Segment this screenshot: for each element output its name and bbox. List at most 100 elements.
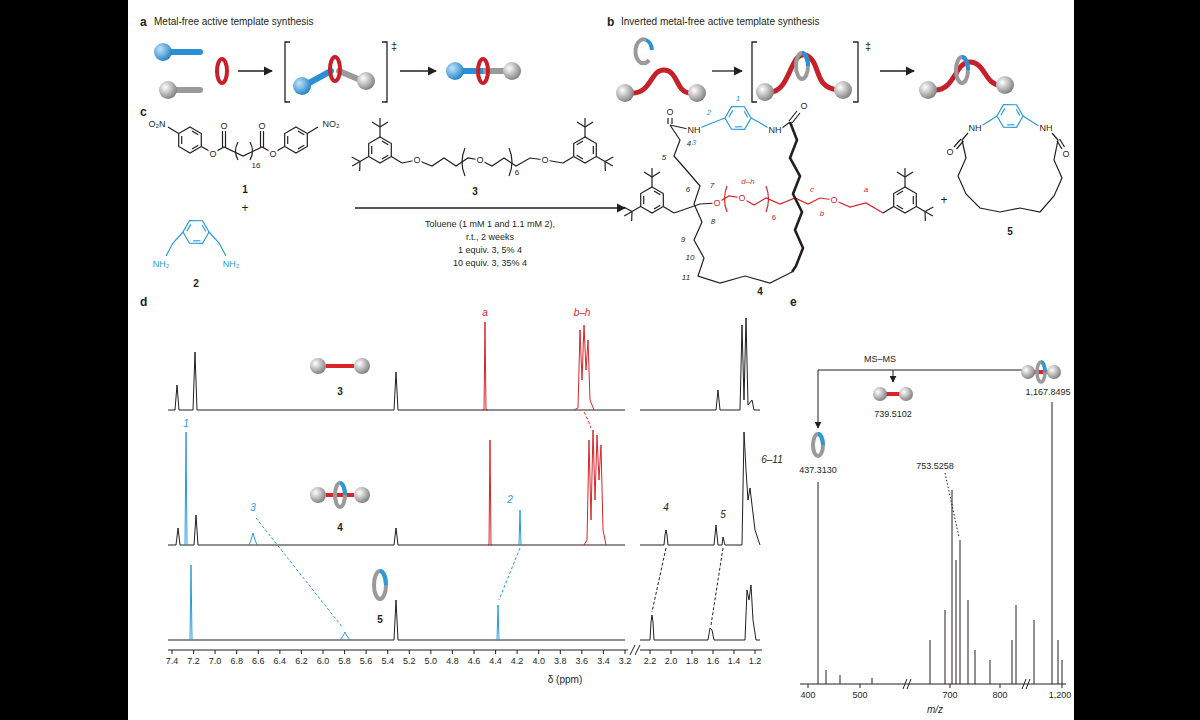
template-cartoon-a: [446, 62, 464, 80]
macrocycle-structure-5: [958, 140, 1062, 212]
template-cartoon-a: [503, 62, 521, 80]
axis-tick-label: 2.0: [665, 657, 678, 666]
species-icons: [374, 571, 386, 599]
template-cartoon-a: [238, 70, 272, 71]
structure-1: [260, 131, 261, 147]
axis-tick-label: 6.0: [317, 657, 330, 666]
nmr-spectra: [488, 440, 492, 545]
macrocycle-structure-5: [981, 99, 1039, 133]
repeat-count: 6: [515, 169, 519, 177]
atom-label: O: [665, 108, 674, 117]
rotaxane-structure-4: [790, 122, 803, 272]
template-cartoon-b: [616, 84, 634, 102]
mass-value: 739.5102: [874, 410, 912, 419]
peak-label: 1: [183, 419, 189, 429]
macrocycle-structure-5: [981, 116, 997, 126]
macrocycle-structure-5: [1023, 116, 1039, 126]
nmr-spectra: [499, 548, 520, 600]
position-number: 3: [692, 139, 696, 147]
structure-2: [166, 232, 183, 256]
species-icons: [335, 483, 345, 507]
position-number: 9: [681, 236, 685, 244]
axis-tick-label: 5.4: [381, 657, 394, 666]
compound-number: 5: [1007, 227, 1013, 237]
atom-label: O: [257, 122, 266, 131]
axis-tick-label: 4.4: [489, 657, 502, 666]
mass-value: 1,167.8495: [1025, 388, 1070, 397]
panel-title: Inverted metal-free active template synt…: [621, 17, 819, 27]
position-number: 2: [707, 109, 711, 117]
panel-letter: c: [140, 106, 147, 118]
axis-title: m/z: [927, 705, 943, 715]
atom-label: O: [1061, 150, 1070, 159]
reaction-condition: r.t., 2 weeks: [466, 233, 514, 242]
reaction-condition: Toluene (1 mM 1 and 1.1 mM 2),: [425, 220, 555, 229]
species-icons: [310, 358, 326, 374]
panel-letter: a: [140, 16, 147, 28]
ms-species-icons: [899, 387, 913, 401]
axis-tick-label: 1.8: [686, 657, 699, 666]
compound-number: 4: [337, 523, 343, 533]
atom-label: O: [945, 148, 954, 157]
mass-spectrum: [800, 370, 1066, 689]
rotaxane-structure-4: [670, 125, 688, 129]
template-cartoon-a: [176, 87, 200, 93]
peak-label: b–h: [574, 308, 591, 318]
axis-tick-label: 4.2: [511, 657, 524, 666]
axis-tick-label: 1.4: [728, 657, 741, 666]
nmr-spectra: [189, 565, 193, 640]
ms-species-icons: [1041, 362, 1045, 372]
position-number: 11: [682, 274, 690, 282]
axis-tick-label: 5.6: [360, 657, 373, 666]
species-icons: [326, 493, 354, 497]
axis-tick-label: 6.2: [295, 657, 308, 666]
position-letter: d–h: [741, 178, 754, 186]
structure-2: [166, 215, 226, 256]
nmr-spectra: [652, 548, 666, 612]
species-icons: [326, 364, 354, 368]
structure-2: [180, 215, 213, 249]
template-cartoon-b: [962, 57, 968, 70]
transition-mark: ‡: [391, 41, 397, 52]
position-letter: a: [864, 186, 868, 194]
panel-letter: e: [790, 296, 797, 308]
nmr-spectra: [168, 515, 625, 545]
peak-label: 6–11: [761, 455, 783, 465]
peak-label: 4: [663, 503, 669, 513]
compound-number: 2: [193, 279, 199, 289]
mass-spectrum: [893, 370, 894, 382]
axis-tick-label: 1.2: [749, 657, 762, 666]
atom-label: NH₂: [222, 260, 241, 269]
rotaxane-structure-4: [700, 101, 770, 135]
mass-spectrum: [818, 370, 1025, 428]
rotaxane-structure-4: [722, 101, 755, 135]
nmr-spectra: [482, 322, 488, 410]
template-cartoon-b: [688, 84, 706, 102]
position-number: 1: [736, 95, 740, 103]
axis-tick-label: 6.6: [252, 657, 265, 666]
nmr-spectra: [168, 352, 625, 410]
axis-tick-label: 7.4: [166, 657, 179, 666]
structure-1: [250, 142, 253, 160]
plus-sign: +: [241, 202, 248, 214]
structure-1: [263, 131, 264, 147]
template-cartoon-b: [919, 81, 937, 99]
atom-label: NH: [687, 126, 702, 135]
compound-number: 3: [472, 187, 478, 197]
peak-label: 5: [720, 510, 726, 520]
template-cartoon-a: [154, 43, 172, 61]
axis-tick-label: 3.8: [554, 657, 567, 666]
nmr-spectra: [574, 325, 594, 410]
reaction-condition: 10 equiv. 3, 35% 4: [453, 259, 527, 268]
macrocycle-structure-5: [994, 99, 1027, 133]
nmr-spectra: [640, 432, 760, 545]
peak-label: 2: [507, 495, 513, 505]
macrocycle-structure-5: [954, 99, 1065, 212]
template-cartoon-a: [478, 59, 488, 83]
macrocycle-structure-5: [1052, 133, 1058, 140]
template-cartoon-b: [956, 57, 968, 83]
